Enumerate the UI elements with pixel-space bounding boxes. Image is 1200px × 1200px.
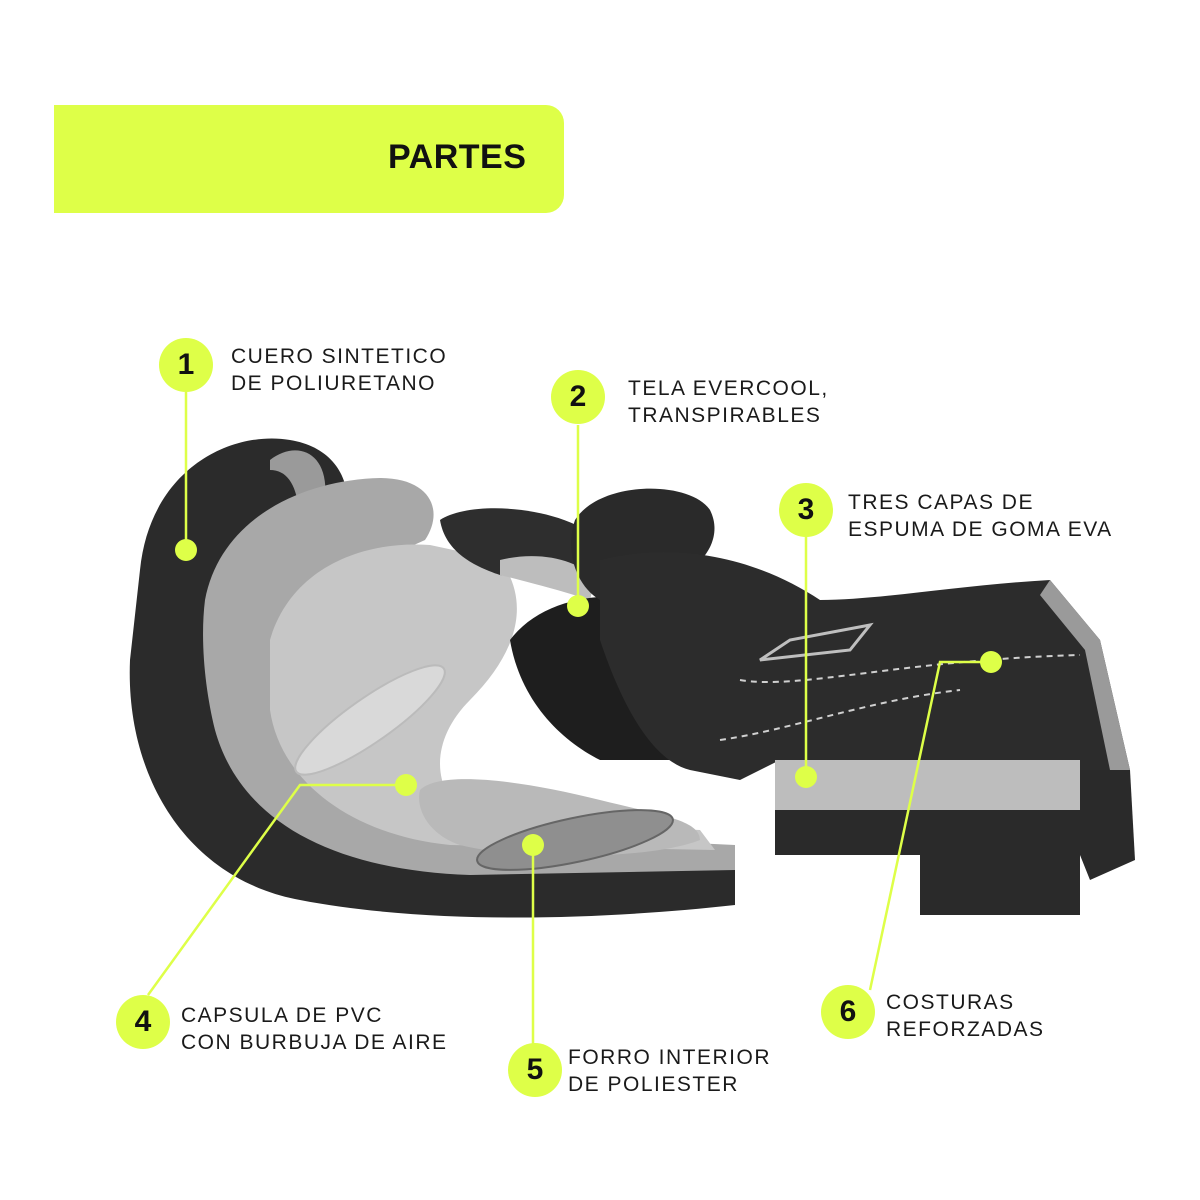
foam-layer-mid (775, 810, 1080, 855)
wrist-side (1080, 770, 1135, 880)
part-number-badge-4: 4 (116, 995, 170, 1049)
foam-layer-top (775, 760, 1080, 810)
part-number-badge-6: 6 (821, 985, 875, 1039)
stitch-line (719, 689, 961, 741)
wrist-cuff-edge (1040, 580, 1130, 770)
part-label-6: COSTURAS REFORZADAS (886, 989, 1045, 1043)
part-label-1: CUERO SINTETICO DE POLIURETANO (231, 343, 447, 397)
air-bubble (476, 809, 674, 871)
part-label-line: CAPSULA DE PVC (181, 1004, 383, 1027)
part-label-3: TRES CAPAS DE ESPUMA DE GOMA EVA (848, 489, 1113, 543)
part-label-line: TRES CAPAS DE (848, 491, 1034, 514)
part-label-line: REFORZADAS (886, 1018, 1045, 1041)
stitch-line (759, 622, 874, 662)
callout-dot-1 (175, 539, 197, 561)
part-label-5: FORRO INTERIOR DE POLIESTER (568, 1044, 771, 1098)
leader-line-4 (146, 783, 405, 996)
part-number-badge-2: 2 (551, 370, 605, 424)
foam-layer-strap (920, 855, 1080, 915)
part-label-line: FORRO INTERIOR (568, 1046, 771, 1069)
callout-dot-3 (795, 766, 817, 788)
page-title: PARTES (388, 138, 527, 176)
inner-cushion (270, 544, 715, 850)
title-banner (54, 105, 564, 213)
part-label-line: DE POLIESTER (568, 1073, 739, 1096)
part-number-badge-5: 5 (508, 1043, 562, 1097)
callout-dot-6 (980, 651, 1002, 673)
part-label-line: CON BURBUJA DE AIRE (181, 1031, 448, 1054)
stitch-line (739, 654, 1081, 684)
part-label-line: ESPUMA DE GOMA EVA (848, 518, 1113, 541)
part-label-line: TRANSPIRABLES (628, 404, 822, 427)
pvc-capsule (294, 664, 446, 776)
callout-dot-5 (522, 834, 544, 856)
part-label-line: DE POLIURETANO (231, 372, 436, 395)
callout-dot-2 (567, 595, 589, 617)
part-number-badge-1: 1 (159, 338, 213, 392)
part-label-2: TELA EVERCOOL, TRANSPIRABLES (628, 375, 829, 429)
part-label-4: CAPSULA DE PVC CON BURBUJA DE AIRE (181, 1002, 448, 1056)
part-number-badge-3: 3 (779, 483, 833, 537)
part-label-line: COSTURAS (886, 991, 1015, 1014)
leader-line-6 (868, 660, 990, 991)
callout-dot-4 (395, 774, 417, 796)
wrist-cuff (600, 552, 1130, 780)
part-label-line: TELA EVERCOOL, (628, 377, 829, 400)
part-label-line: CUERO SINTETICO (231, 345, 448, 368)
knuckle-pad-inner (500, 556, 595, 600)
